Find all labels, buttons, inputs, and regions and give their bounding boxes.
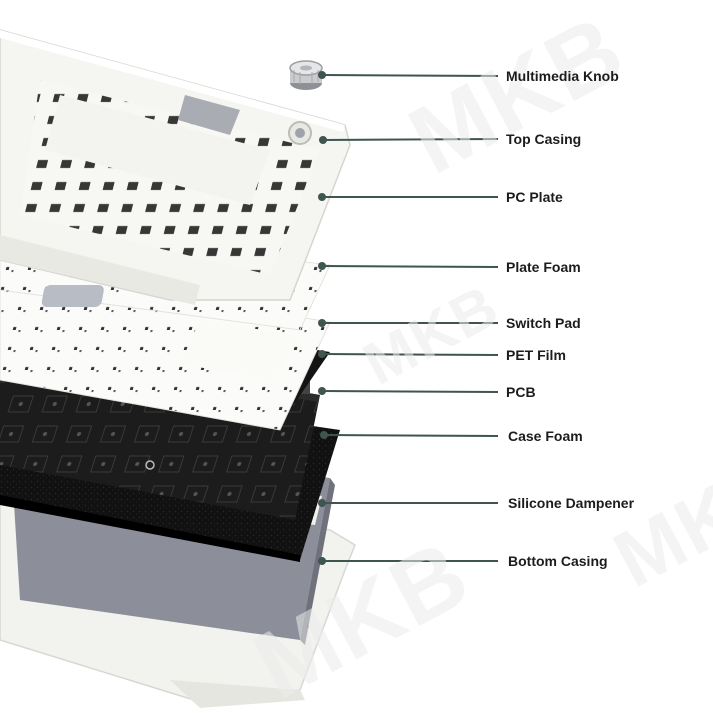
leader-dot-bottom-casing [318,557,326,565]
leader-line-pet-film [321,353,499,356]
leader-dot-pet-film [318,350,326,358]
leader-line-plate-foam [321,265,499,268]
leader-line-top-casing [322,138,499,141]
leader-dot-plate-foam [318,262,326,270]
leader-dot-top-casing [319,136,327,144]
leader-line-pcb [321,390,499,393]
label-pc-plate: PC Plate [506,189,563,205]
label-plate-foam: Plate Foam [506,259,581,275]
top-casing-shape [0,29,351,305]
label-silicone-dampener: Silicone Dampener [508,495,635,511]
leader-dot-silicone-dampener [318,499,326,507]
label-top-casing: Top Casing [506,131,582,147]
label-pcb: PCB [506,384,536,400]
leader-lines [318,71,499,565]
leader-dot-multimedia-knob [318,71,326,79]
leader-dot-pcb [318,387,326,395]
leader-dot-pc-plate [318,193,326,201]
leader-dot-case-foam [320,431,328,439]
leader-dot-switch-pad [318,319,326,327]
multimedia-knob-shape [289,60,323,90]
label-pet-film: PET Film [506,347,566,363]
label-bottom-casing: Bottom Casing [508,553,608,569]
label-multimedia-knob: Multimedia Knob [506,68,619,84]
leader-line-case-foam [323,434,499,437]
label-case-foam: Case Foam [508,428,583,444]
leader-line-multimedia-knob [321,74,499,77]
label-switch-pad: Switch Pad [506,315,581,331]
